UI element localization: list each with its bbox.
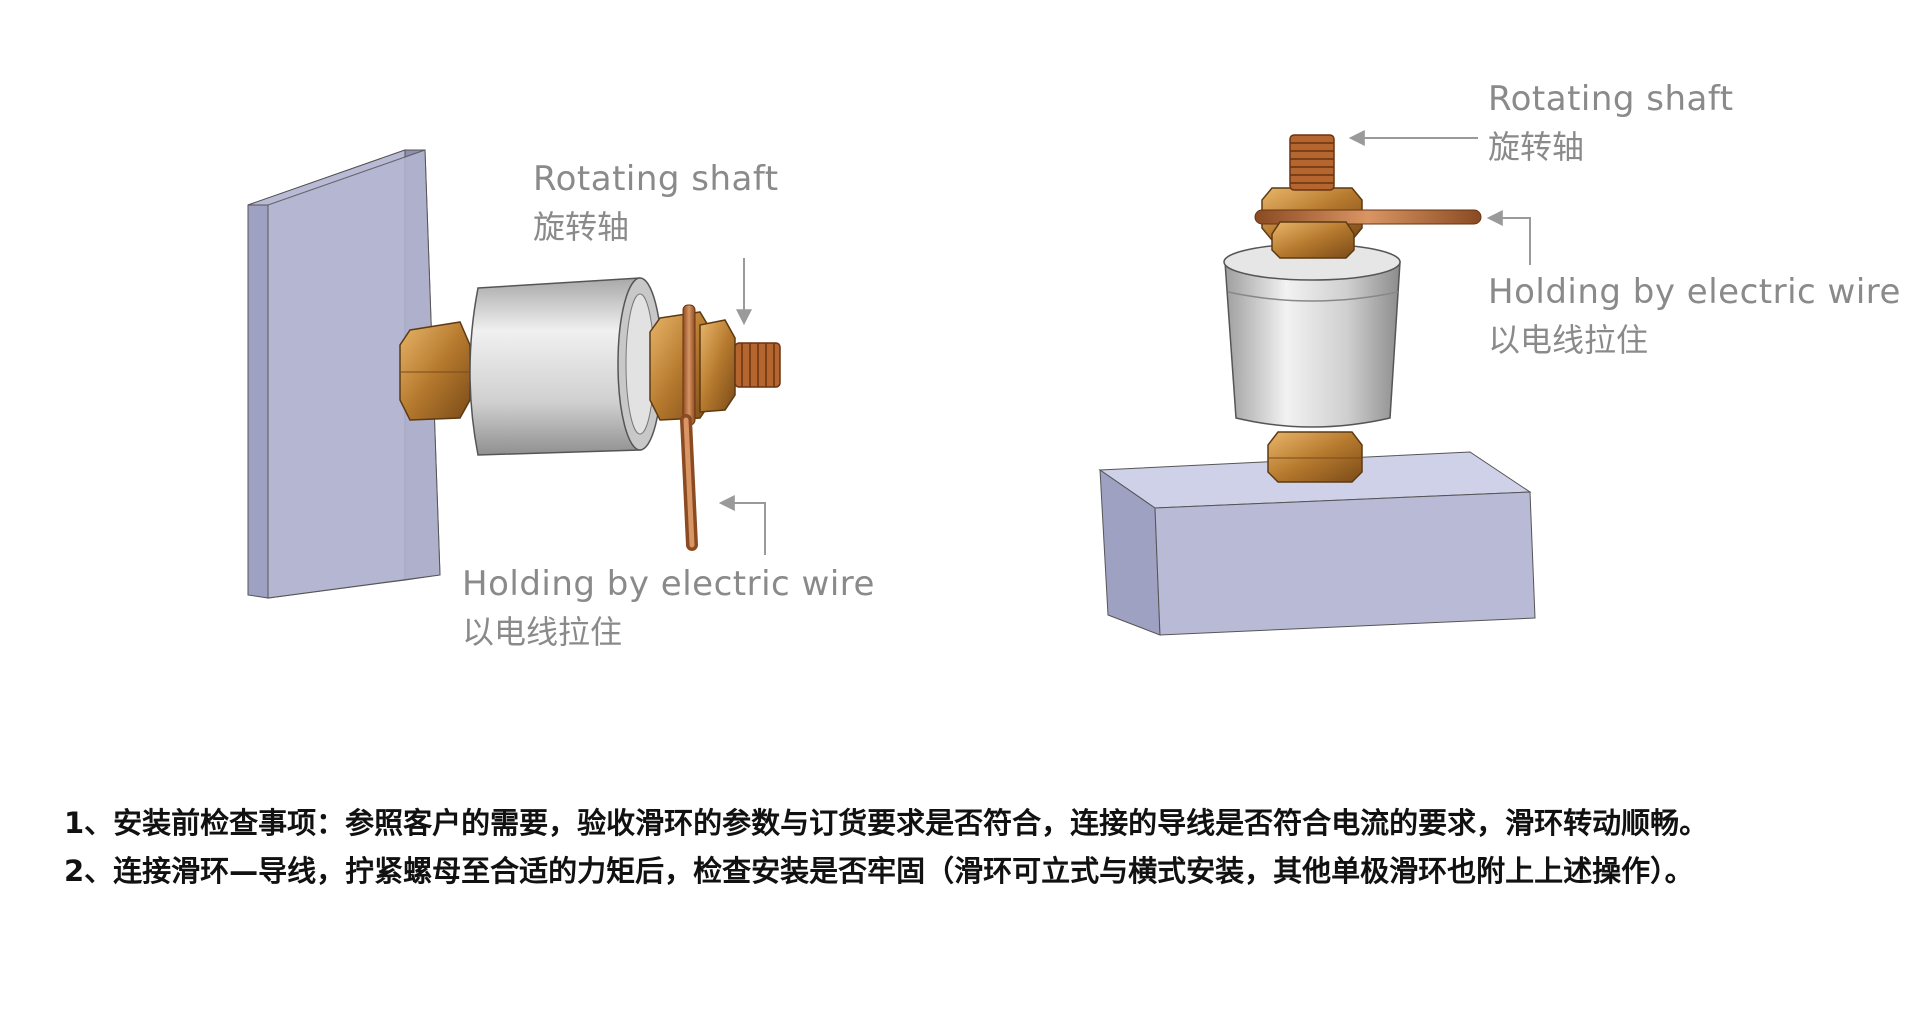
right-shaft-label: Rotating shaft 旋转轴 [1488, 75, 1734, 171]
right-wire-arrow [1486, 210, 1531, 265]
right-wire-label: Holding by electric wire 以电线拉住 [1488, 268, 1901, 364]
left-back-nut [399, 321, 471, 421]
left-wire-label: Holding by electric wire 以电线拉住 [462, 560, 875, 656]
left-view [247, 149, 781, 599]
right-shaft-label-en: Rotating shaft [1488, 79, 1734, 119]
left-wire-arrow [718, 495, 766, 555]
right-view [1098, 130, 1536, 636]
left-wall-block [247, 149, 441, 599]
left-shaft-label-zh: 旋转轴 [533, 208, 630, 247]
note-item-2: 2、连接滑环—导线，拧紧螺母至合适的力矩后，检查安装是否牢固（滑环可立式与横式安… [64, 853, 1694, 888]
right-shaft-thread [1289, 134, 1335, 191]
note-item-1: 1、安装前检查事项：参照客户的需要，验收滑环的参数与订货要求是否符合，连接的导线… [64, 806, 1709, 840]
installation-notes: 1、安装前检查事项：参照客户的需要，验收滑环的参数与订货要求是否符合，连接的导线… [64, 800, 1884, 895]
right-top-nuts [1254, 187, 1482, 259]
left-electric-wire [680, 414, 698, 551]
right-wire-label-zh: 以电线拉住 [1488, 321, 1649, 360]
left-shaft-label-en: Rotating shaft [533, 159, 779, 199]
left-slip-ring-body [469, 277, 663, 456]
left-wire-label-en: Holding by electric wire [462, 564, 875, 604]
left-wire-label-zh: 以电线拉住 [462, 613, 623, 652]
installation-diagram [247, 130, 1536, 636]
right-slip-ring-body [1223, 243, 1401, 428]
right-shaft-label-zh: 旋转轴 [1488, 128, 1585, 167]
left-shaft-label: Rotating shaft 旋转轴 [533, 155, 779, 251]
right-bottom-nut [1267, 431, 1363, 483]
left-shaft-thread [734, 342, 781, 388]
left-front-nuts [649, 304, 736, 426]
right-wire-label-en: Holding by electric wire [1488, 272, 1901, 312]
